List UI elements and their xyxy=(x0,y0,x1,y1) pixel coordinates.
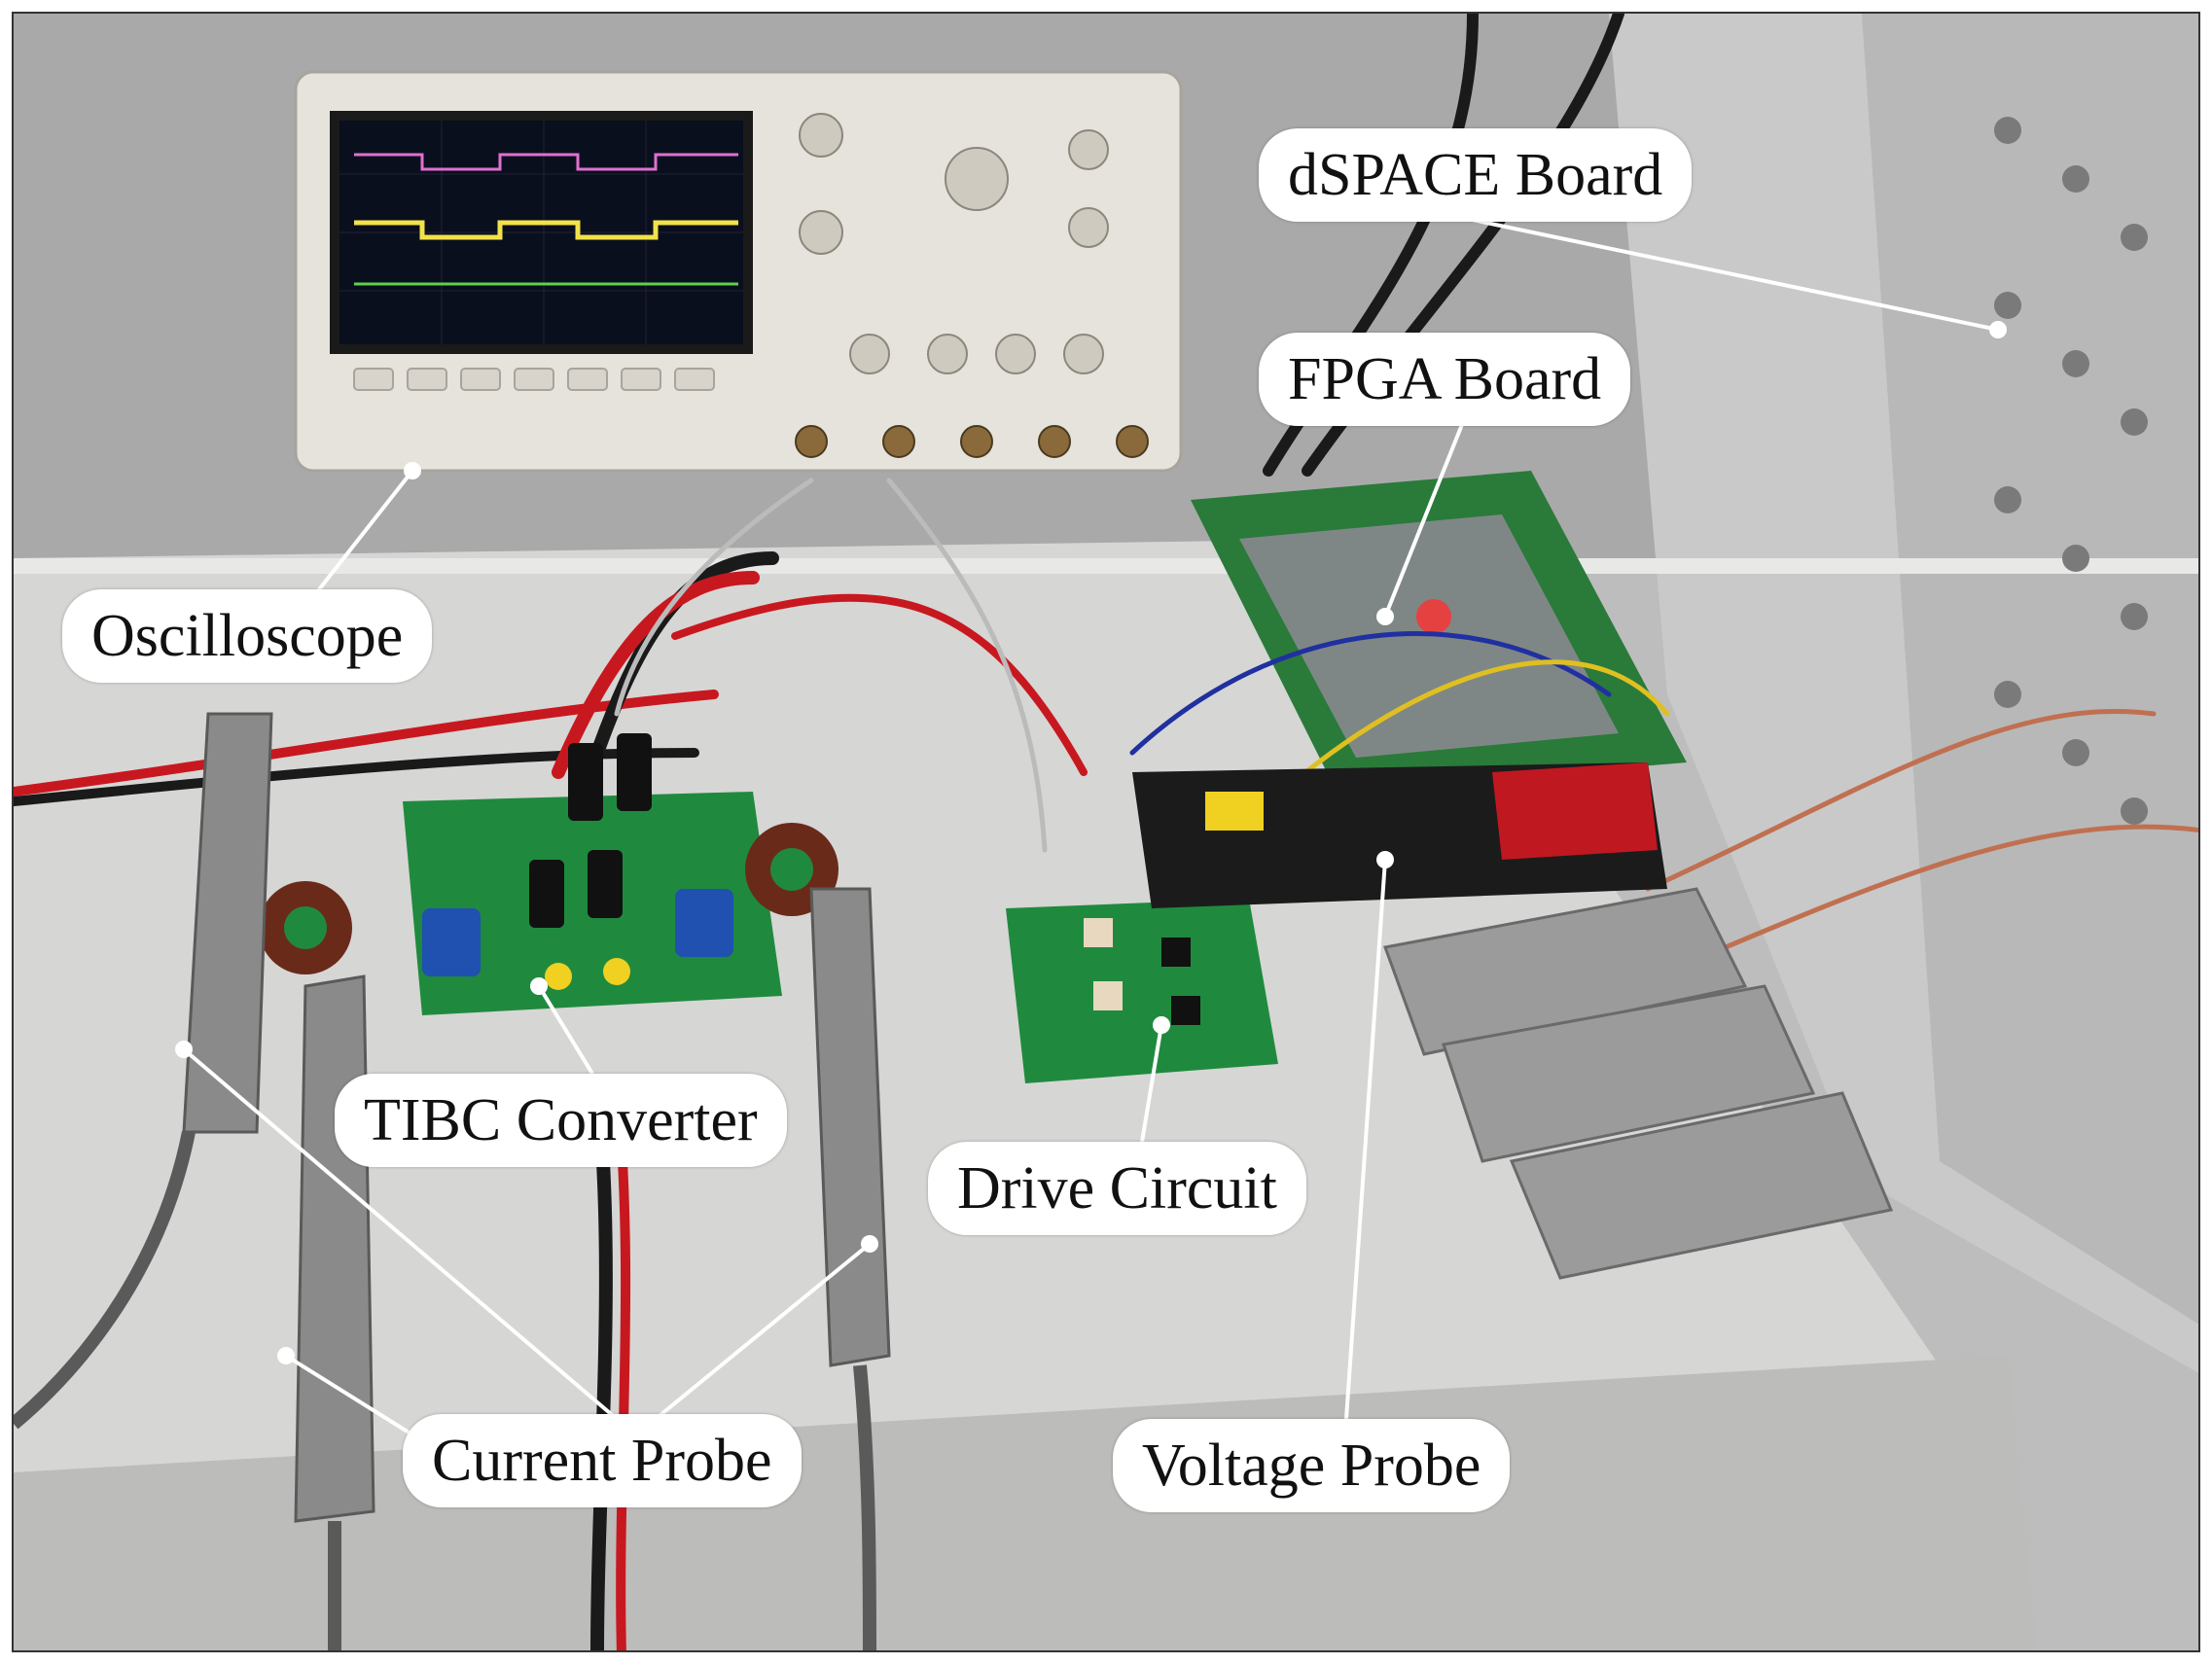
oscilloscope-device xyxy=(294,70,1183,473)
black-probe-box xyxy=(1132,762,1667,908)
lab-setup-photo: dSPACE Board FPGA Board Oscilloscope TIB… xyxy=(12,12,2200,1652)
trace-yellow xyxy=(354,220,738,240)
leader-lines xyxy=(175,216,2007,1455)
label-current-probe: Current Probe xyxy=(403,1414,802,1507)
label-tibc-converter: TIBC Converter xyxy=(335,1074,787,1167)
label-drive-circuit: Drive Circuit xyxy=(928,1142,1306,1235)
dspace-connectors xyxy=(1994,117,2148,825)
label-oscilloscope: Oscilloscope xyxy=(62,589,433,683)
trace-pink xyxy=(354,153,738,171)
lab-scene xyxy=(14,14,2198,1650)
label-voltage-probe: Voltage Probe xyxy=(1113,1419,1511,1512)
label-dspace-board: dSPACE Board xyxy=(1259,128,1693,222)
voltage-probe-boxes xyxy=(1382,887,1894,1280)
instrument-rack xyxy=(1609,14,2198,1373)
label-fpga-board: FPGA Board xyxy=(1259,333,1631,426)
tibc-converter-board xyxy=(259,733,838,1015)
drive-circuit-board xyxy=(1006,899,1278,1083)
